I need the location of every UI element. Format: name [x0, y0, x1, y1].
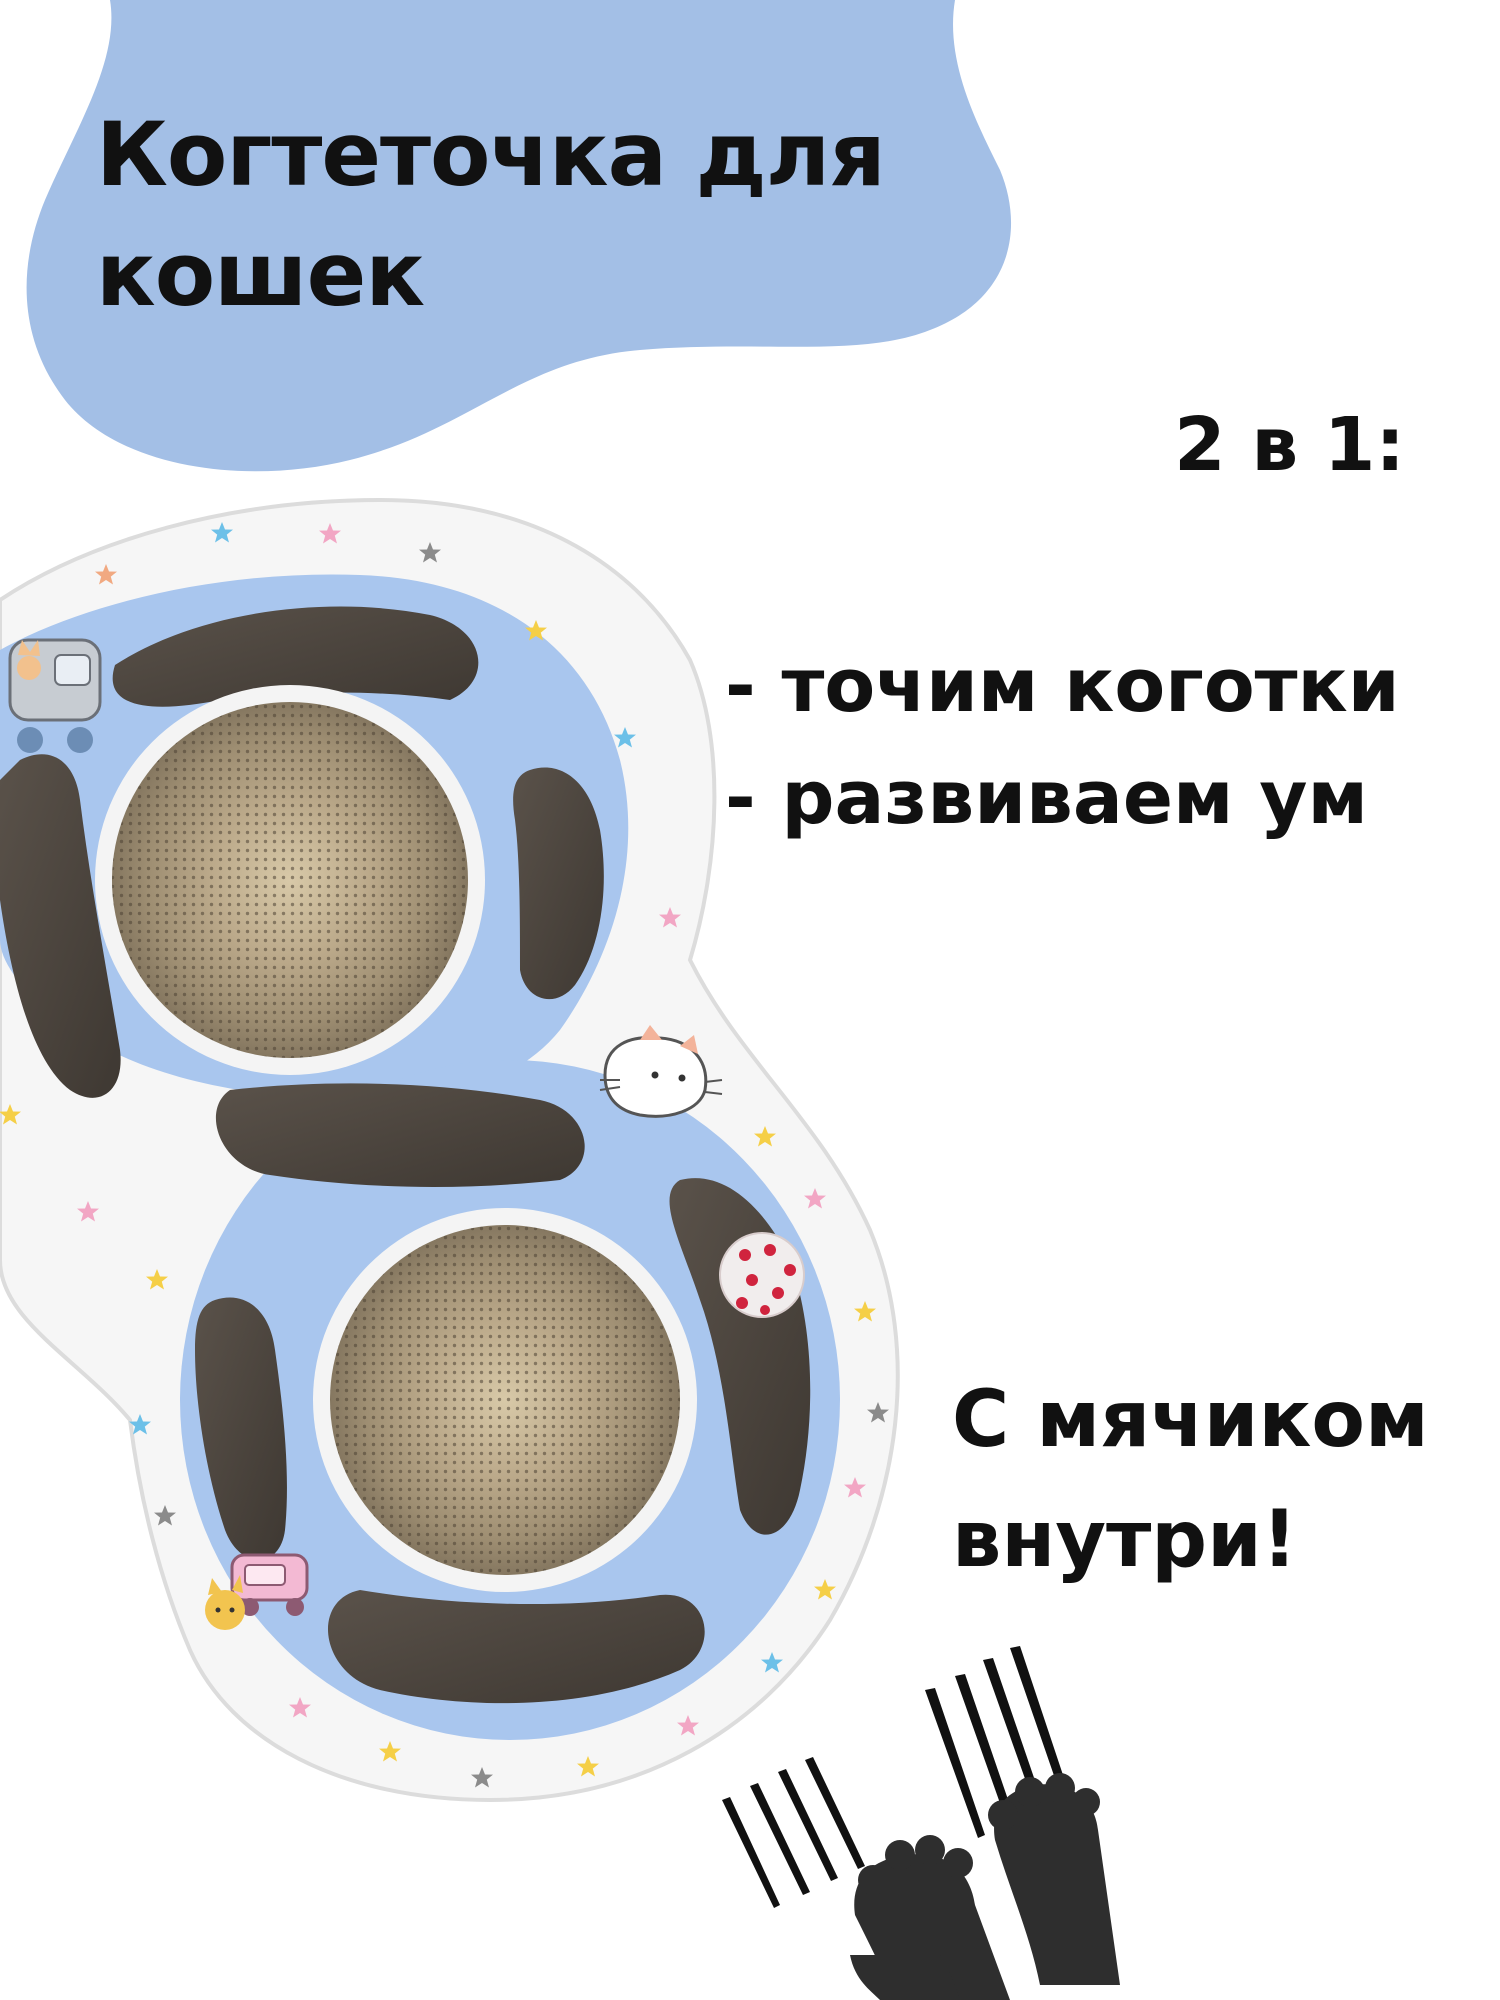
slot	[513, 767, 604, 1000]
title-blob	[26, 0, 1012, 472]
claw-scratch-icon	[722, 1757, 865, 1908]
feature-list: - точим коготки - развиваем ум	[725, 630, 1400, 854]
ball-icon	[719, 1232, 805, 1318]
slot	[0, 754, 121, 1098]
slot	[327, 1590, 705, 1704]
page-title: Когтеточка для кошек	[96, 103, 886, 326]
paw-icon	[850, 1773, 1120, 2000]
upper-pad-texture	[112, 702, 468, 1058]
two-in-one-badge: 2 в 1:	[1174, 402, 1405, 488]
slot	[195, 1297, 287, 1560]
cat-face-icon	[599, 1025, 723, 1118]
feature-item: - точим коготки	[725, 643, 1400, 729]
toy-car-icon	[8, 638, 102, 753]
ball-note: С мячиком внутри!	[952, 1375, 1429, 1585]
cat-scratcher-product	[0, 497, 900, 1803]
toy-car-icon	[205, 1553, 309, 1630]
lower-pad-texture	[330, 1225, 680, 1575]
slot	[112, 606, 479, 707]
slot	[215, 1083, 585, 1187]
feature-item: - развиваем ум	[725, 755, 1368, 841]
claw-scratch-icon	[925, 1646, 1068, 1838]
